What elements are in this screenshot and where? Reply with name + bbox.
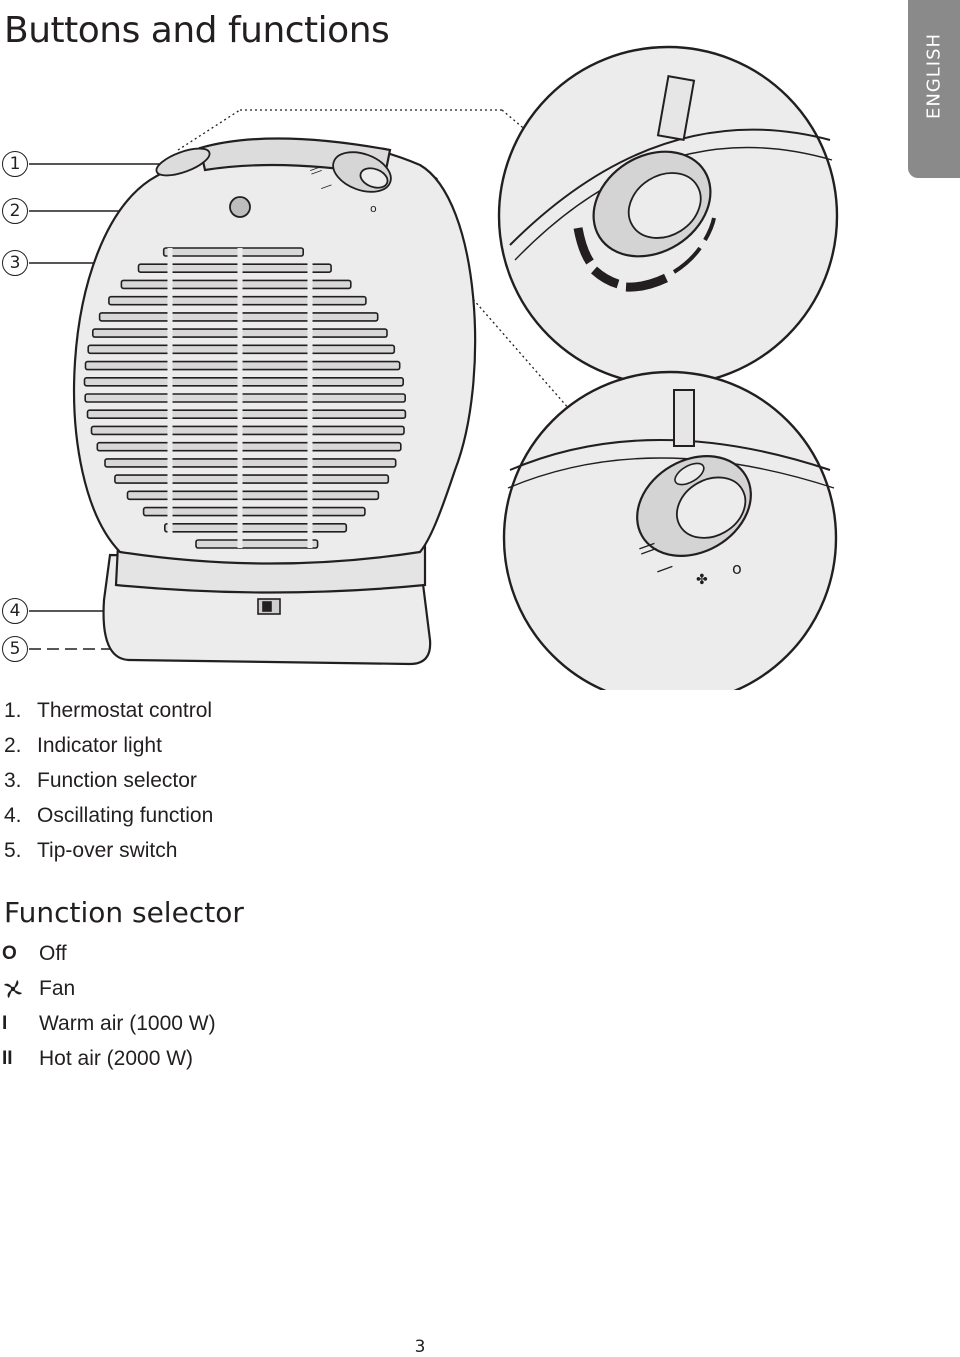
grill-slat — [90, 425, 405, 436]
grill-slat — [120, 279, 352, 290]
list-item: 5.Tip-over switch — [4, 839, 178, 862]
grill-slat — [195, 539, 319, 549]
oscillation-switch[interactable] — [257, 598, 281, 615]
off-symbol: O — [2, 942, 17, 964]
grill-slat — [162, 247, 304, 257]
list-item: 1.Thermostat control — [4, 699, 213, 722]
grill-slat — [84, 360, 401, 371]
mode-hot: II Hot air (2000 W) — [0, 1041, 193, 1076]
svg-text:|: | — [656, 563, 676, 575]
mode-label: Fan — [39, 976, 76, 1000]
function-selector-knob — [332, 151, 392, 193]
mode-label: Hot air (2000 W) — [39, 1046, 194, 1070]
indicator-light — [229, 196, 251, 218]
mode-label: Warm air (1000 W) — [39, 1011, 216, 1035]
language-tab: ENGLISH — [908, 0, 960, 178]
grill-slat — [142, 506, 366, 517]
heater-grill — [83, 247, 407, 549]
callout-3: 3 — [2, 250, 28, 276]
grill-slat — [84, 393, 406, 403]
section-title: Function selector — [4, 896, 244, 929]
callout-4: 4 — [2, 598, 28, 624]
parts-list: 1.Thermostat control 2.Indicator light 3… — [4, 693, 213, 868]
list-item: 4.Oscillating function — [4, 804, 214, 827]
grill-slat — [114, 474, 390, 484]
grill-slat — [83, 376, 405, 387]
zoom-detail-thermostat — [497, 45, 839, 387]
warm-symbol: I — [2, 1012, 8, 1034]
grill-slat — [86, 409, 407, 420]
mode-fan: Fan — [0, 971, 75, 1006]
heater-illustration: || | o — [29, 45, 839, 690]
list-item: 2.Indicator light — [4, 734, 162, 757]
mode-off: O Off — [0, 936, 67, 971]
grill-slat — [96, 441, 402, 452]
zoom-detail-function-selector: || | ✤ o — [502, 370, 838, 690]
hot-symbol: II — [2, 1047, 13, 1069]
svg-text:||: || — [309, 165, 324, 176]
grill-slat — [137, 263, 332, 274]
mode-warm: I Warm air (1000 W) — [0, 1006, 216, 1041]
mode-label: Off — [39, 941, 67, 965]
zoom-fan-mark: ✤ — [696, 572, 708, 588]
page-title: Buttons and functions — [4, 10, 390, 51]
dial-off-mark: o — [370, 202, 377, 215]
callout-1: 1 — [2, 151, 28, 177]
grill-slat — [126, 490, 380, 501]
grill-slat — [108, 295, 367, 306]
grill-slat — [164, 522, 348, 533]
svg-text:|: | — [320, 183, 333, 191]
callout-2: 2 — [2, 198, 28, 224]
svg-text:o: o — [732, 559, 742, 578]
fan-icon — [0, 978, 39, 1000]
thermostat-knob[interactable] — [153, 143, 212, 181]
grill-slat — [104, 458, 397, 468]
list-item: 3.Function selector — [4, 769, 197, 792]
page-number: 3 — [414, 1337, 426, 1357]
callout-5: 5 — [2, 636, 28, 662]
